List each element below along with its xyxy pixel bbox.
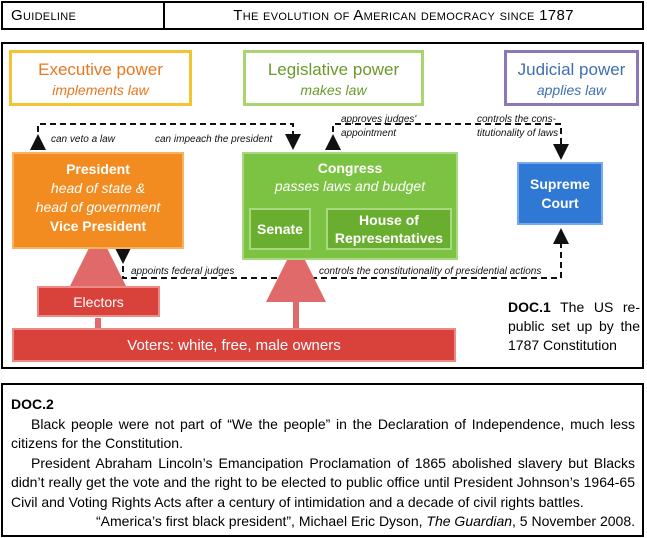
president-line1: head of state & [50, 180, 146, 196]
congress-title: Congress [317, 160, 383, 176]
executive-power-subtitle: implements law [52, 82, 149, 98]
doc1-caption-label: DOC.1 [508, 299, 551, 315]
doc2-heading: DOC.2 [11, 396, 54, 412]
congress-subtitle: passes laws and budget [274, 178, 426, 194]
executive-power-box: Executive power implements law [9, 50, 192, 106]
controls-note-2: titutionality of laws [477, 128, 559, 139]
president-title: President [66, 161, 130, 177]
executive-power-title: Executive power [38, 60, 163, 79]
doc2-source-publication: The Guardian [426, 513, 513, 529]
controls-pres-note: controls the constitutionality of presid… [319, 266, 542, 277]
legislative-power-box: Legislative power makes law [243, 50, 424, 106]
doc2-source: “America’s first black president”, Micha… [11, 512, 635, 532]
veto-note: can veto a law [51, 134, 115, 145]
guideline-title: The evolution of American democracy sinc… [233, 7, 574, 24]
impeach-note: can impeach the president [155, 134, 273, 145]
judicial-power-subtitle: applies law [536, 82, 607, 98]
electors-box: Electors [37, 286, 160, 317]
veto-impeach-arrow [30, 123, 301, 150]
guideline-header: Guideline The evolution of American demo… [1, 1, 644, 30]
legislative-power-title: Legislative power [267, 60, 400, 79]
doc1-caption-text: The US re-public set up by the 1787 Cons… [508, 299, 640, 353]
president-line2: head of government [35, 199, 161, 215]
president-box: President head of state & head of govern… [12, 152, 184, 249]
supreme-court-line1: Supreme [530, 175, 590, 192]
doc2-source-title: “America’s first black president”, Micha… [96, 513, 427, 529]
judges-laws-arrow [325, 123, 569, 160]
congress-box: Congress passes laws and budget Senate H… [242, 152, 458, 260]
judicial-power-title: Judicial power [517, 60, 626, 79]
doc2-paragraph-1: Black people were not part of “We the pe… [11, 415, 635, 452]
voters-box: Voters: white, free, male owners [12, 328, 456, 362]
house-line1: House of [359, 212, 419, 228]
vice-president: Vice President [49, 218, 147, 234]
senate-box: Senate [249, 208, 311, 250]
supreme-court-box: Supreme Court [517, 162, 603, 225]
supreme-court-line2: Court [541, 194, 579, 211]
doc2-text: DOC.2 Black people were not part of “We … [1, 383, 644, 537]
approves-note-2: appointment [341, 128, 397, 139]
doc2-paragraph-2: President Abraham Lincoln’s Emancipation… [11, 454, 635, 510]
guideline-label: Guideline [3, 3, 165, 28]
appoints-note: appoints federal judges [131, 266, 235, 277]
doc1-caption: DOC.1 The US re-public set up by the 178… [508, 298, 640, 355]
controls-note-1: controls the cons- [477, 114, 556, 125]
approves-note-1: approves judges' [341, 114, 417, 125]
doc1-diagram: Executive power implements law Legislati… [1, 42, 644, 369]
house-box: House of Representatives [326, 208, 452, 250]
judicial-power-box: Judicial power applies law [504, 50, 639, 106]
house-line2: Representatives [334, 230, 444, 246]
connector-arrows [30, 123, 569, 328]
legislative-power-subtitle: makes law [300, 82, 367, 98]
doc2-source-date: , 5 November 2008. [512, 513, 635, 529]
